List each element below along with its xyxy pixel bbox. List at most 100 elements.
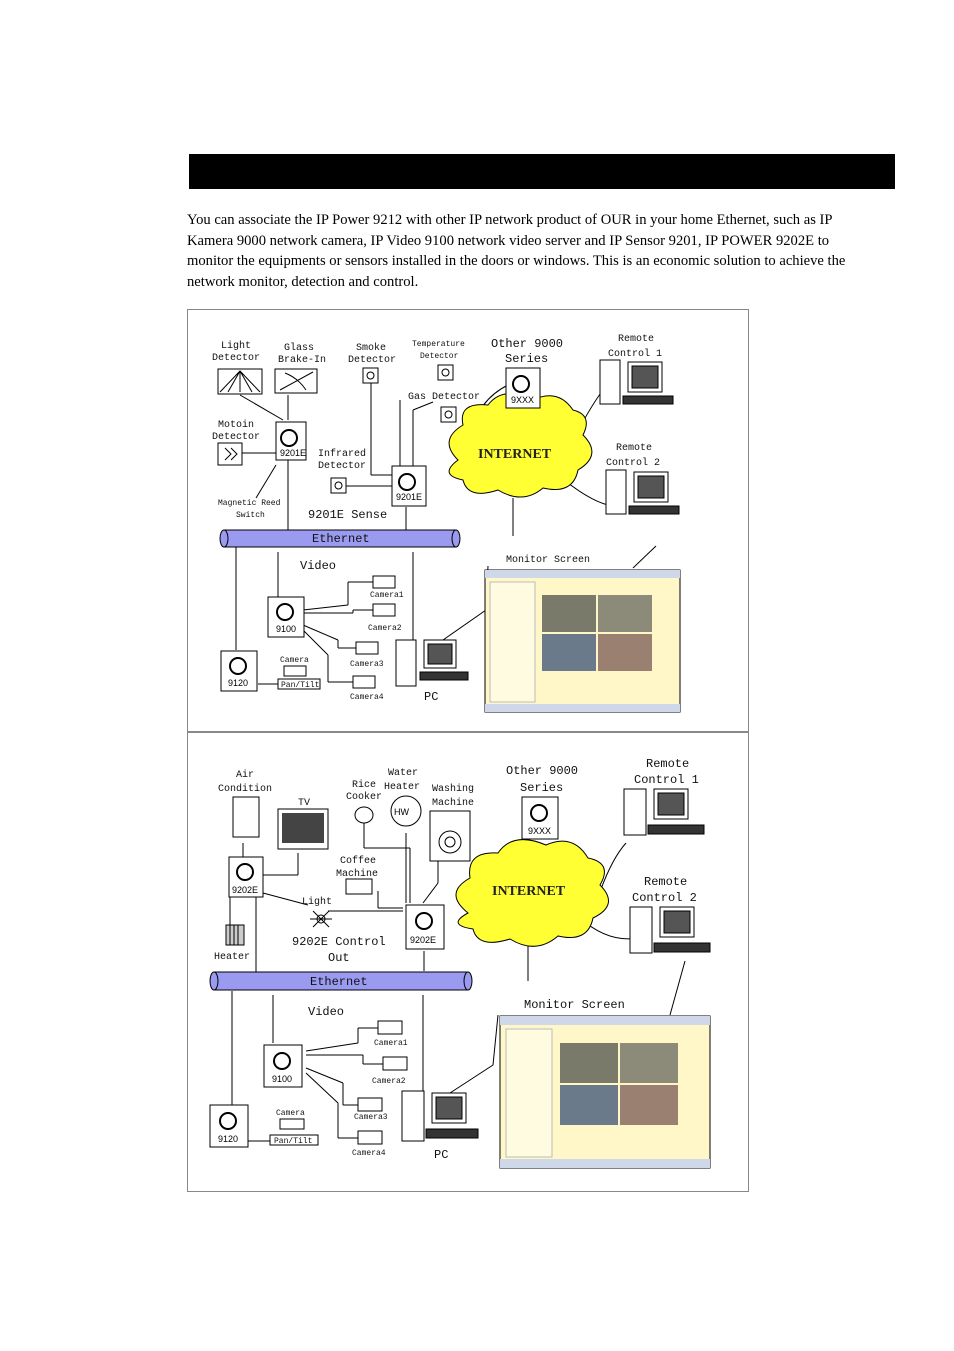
pan-tilt-label-2: Pan/Tilt [274,1137,312,1146]
svg-text:9100: 9100 [272,1074,292,1084]
video-label-2: Video [308,1005,344,1019]
magnetic-switch-label-1: Magnetic Reed [218,499,281,508]
monitor-screen-label: Monitor Screen [506,554,590,566]
internet-cloud-2 [455,839,609,947]
magnetic-switch-label-2: Switch [236,511,265,520]
pan-tilt-box-2 [269,1134,319,1146]
infrared-label-1: Infrared [318,448,366,460]
internet-cloud [448,393,593,498]
control-diagram-svg: Ethernet INTERNET Air Condition TV Rice … [209,757,711,1169]
other-series-label-4: Series [520,781,563,795]
device-9120-2: 9120 [209,1104,249,1148]
svg-text:9XXX: 9XXX [528,826,551,836]
device-9202e-b: 9202E [405,904,445,950]
water-heater-label-2: Heater [384,782,420,793]
air-condition-icon [232,796,260,838]
rice-cooker-label-1: Rice [352,779,376,791]
camera-label: Camera [280,656,309,665]
camera2-label-2: Camera2 [372,1077,406,1086]
intro-paragraph: You can associate the IP Power 9212 with… [187,212,846,290]
tv-label: TV [298,798,310,809]
camera1-icon [372,575,396,589]
light-detector-label-2: Detector [212,353,260,364]
water-heater-icon [390,795,422,827]
remote-3-label-2: Control 1 [634,773,699,787]
gas-detector-icon [440,406,457,423]
temp-detector-label-1: Temperature [412,340,465,349]
camera4-icon-2 [357,1130,383,1145]
temp-detector-icon [437,364,454,381]
pan-tilt-box [277,678,321,690]
glass-break-label-2: Brake-In [278,354,326,366]
camera3-icon-2 [357,1097,383,1112]
other-series-label-2: Series [505,352,548,366]
svg-text:9XXX: 9XXX [511,395,534,405]
svg-text:9201E: 9201E [396,492,422,502]
svg-text:9120: 9120 [218,1134,238,1144]
remote-1-label-1: Remote [618,334,654,345]
remote-2-label-2: Control 2 [606,457,660,469]
video-label: Video [300,559,336,573]
smoke-detector-label-2: Detector [348,355,396,366]
device-9100: 9100 [267,596,305,638]
heater-icon [225,924,245,946]
monitor-screen-image-2 [499,1015,711,1169]
gas-detector-label: Gas Detector [408,392,480,403]
camera4-label-2: Camera4 [352,1149,386,1158]
air-condition-label-1: Air [236,769,254,781]
svg-text:9120: 9120 [228,678,248,688]
remote-4-label-2: Control 2 [632,891,697,905]
internet-label: INTERNET [478,447,552,462]
remote-2-computer [605,469,680,515]
monitor-screen-label-2: Monitor Screen [524,998,625,1012]
washing-machine-icon [429,810,471,862]
washing-label-2: Machine [432,797,474,809]
smoke-detector-icon [362,367,379,384]
camera1-label-2: Camera1 [374,1039,408,1048]
ethernet-label-2: Ethernet [310,975,368,989]
motion-detector-icon [217,442,243,466]
water-heater-label-1: Water [388,768,418,779]
camera1-icon-2 [377,1020,403,1035]
remote-3-computer [623,788,705,836]
coffee-machine-icon [345,878,373,895]
light-label: Light [302,896,332,908]
glass-break-label-1: Glass [284,342,314,354]
pc-label: PC [424,690,438,704]
camera3-icon [355,641,379,655]
monitor-screen-image [484,569,681,713]
svg-text:9202E: 9202E [410,935,436,945]
device-9xxx: 9XXX [505,367,541,409]
motion-detector-label-2: Detector [212,432,260,443]
section-control-label-2: Out [328,951,350,965]
camera4-label: Camera4 [350,693,384,702]
heater-label: Heater [214,952,250,963]
remote-1-computer [599,359,674,405]
remote-4-computer [629,906,711,954]
motion-detector-label-1: Motoin [218,419,254,431]
air-condition-label-2: Condition [218,783,272,795]
camera-label-2: Camera [276,1109,305,1118]
device-9202e-a: 9202E [228,856,264,898]
camera3-label: Camera3 [350,660,384,669]
infrared-detector-icon [330,477,347,494]
section-sense-label: 9201E Sense [308,508,387,522]
remote-4-label-1: Remote [644,875,687,889]
ptz-camera-icon [283,665,307,677]
other-series-label-1: Other 9000 [491,337,563,351]
remote-1-label-2: Control 1 [608,348,662,360]
sense-diagram-svg: Ethernet INTERNET Light Detector Glass B… [212,334,681,713]
camera2-label: Camera2 [368,624,402,633]
infrared-label-2: Detector [318,461,366,472]
temp-detector-label-2: Detector [420,352,459,361]
ethernet-label: Ethernet [312,532,370,546]
internet-label-2: INTERNET [492,884,566,899]
rice-cooker-icon [354,806,374,824]
tv-icon [277,808,329,850]
remote-2-label-1: Remote [616,443,652,454]
sense-diagram: Ethernet INTERNET Light Detector Glass B… [187,309,749,732]
other-series-label-3: Other 9000 [506,764,578,778]
camera3-label-2: Camera3 [354,1113,388,1122]
rice-cooker-label-2: Cooker [346,791,382,803]
coffee-label-2: Machine [336,868,378,880]
